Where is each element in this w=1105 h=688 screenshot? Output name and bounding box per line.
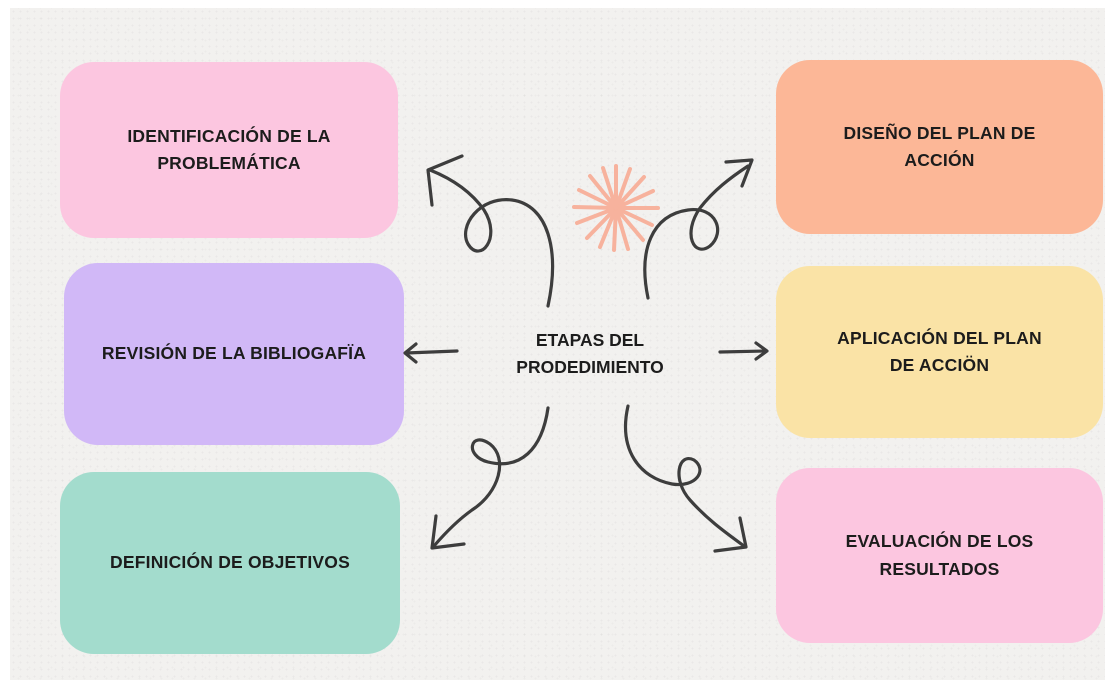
stage-aplicacion-line1: APLICACIÓN DEL PLAN — [837, 327, 1042, 348]
stage-aplicacion-box: APLICACIÓN DEL PLAN DE ACCIÖN — [776, 266, 1103, 438]
stage-definicion-line1: DEFINICIÓN DE OBJETIVOS — [110, 552, 350, 573]
stage-identificacion-line2: PROBLEMÁTICA — [157, 153, 301, 173]
stage-diseno-line1: DISEÑO DEL PLAN DE — [843, 122, 1036, 143]
stage-evaluacion-box: EVALUACIÓN DE LOS RESULTADOS — [776, 468, 1103, 643]
stage-identificacion-box: IDENTIFICACIÓN DE LA PROBLEMÁTICA — [60, 62, 398, 238]
stage-diseno-box: DISEÑO DEL PLAN DE ACCIÓN — [776, 60, 1103, 234]
stage-revision-box: REVISIÓN DE LA BIBLIOGAFÏA — [64, 263, 404, 445]
stage-revision-line1: REVISIÓN DE LA BIBLIOGAFÏA — [101, 343, 367, 364]
stage-evaluacion-line1: EVALUACIÓN DE LOS — [845, 531, 1034, 552]
center-title-line2: PRODEDIMIENTO — [516, 357, 664, 378]
stage-aplicacion-line2: DE ACCIÖN — [889, 355, 990, 375]
stage-evaluacion-line2: RESULTADOS — [879, 558, 1000, 579]
stage-identificacion-line1: IDENTIFICACIÓN DE LA — [127, 125, 331, 146]
stage-diseno-line2: ACCIÓN — [904, 150, 975, 170]
center-title-line1: ETAPAS DEL — [535, 330, 645, 350]
stage-definicion-box: DEFINICIÓN DE OBJETIVOS — [60, 472, 400, 654]
center-title: ETAPAS DEL PRODEDIMIENTO — [490, 327, 690, 381]
